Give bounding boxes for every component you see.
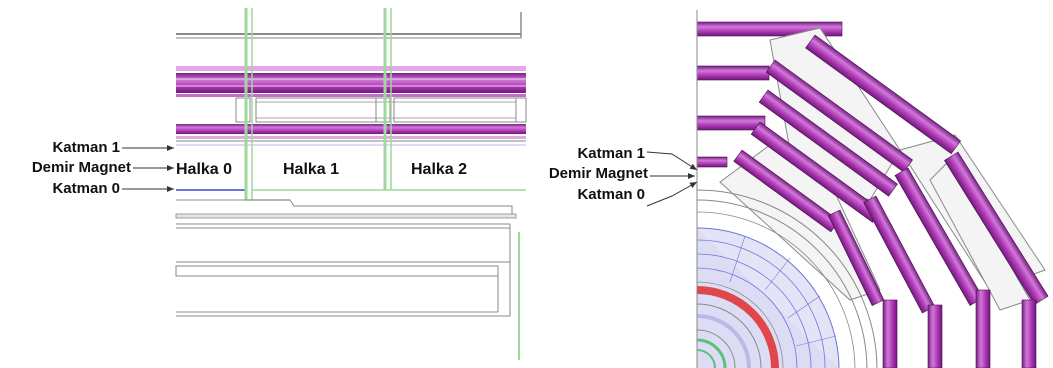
upper-chamber-layer	[176, 66, 526, 97]
lower-chamber-layer	[176, 124, 526, 146]
outer-structure	[176, 12, 522, 39]
chambers-vertical	[882, 289, 1037, 368]
ring-label-2: Halka 2	[411, 161, 467, 178]
magnet-support-frames	[235, 97, 527, 123]
left-label-layer0: Katman 0	[52, 180, 120, 197]
right-label-layer1: Katman 1	[577, 145, 645, 162]
ring-label-0: Halka 0	[176, 161, 232, 178]
right-label-layer0: Katman 0	[577, 186, 645, 203]
inner-detector	[696, 10, 878, 368]
right-label-magnet: Demir Magnet	[549, 165, 648, 182]
left-label-magnet: Demir Magnet	[32, 159, 131, 176]
ring-boundaries	[244, 8, 526, 201]
ring-label-1: Halka 1	[283, 161, 339, 178]
calorimeter-segments	[729, 235, 837, 347]
left-label-layer1: Katman 1	[52, 139, 120, 156]
inner-barrel-structure	[175, 199, 520, 360]
chambers-diagonal-outer	[733, 34, 962, 233]
left-label-arrows	[122, 145, 174, 192]
right-label-arrows	[646, 151, 698, 207]
side-view-panel: Halka 0 Halka 1 Halka 2 Katman 1 Demir M…	[32, 8, 527, 360]
cross-section-panel: Katman 1 Demir Magnet Katman 0	[549, 10, 1049, 368]
chambers-diagonal-steep	[827, 151, 1049, 314]
